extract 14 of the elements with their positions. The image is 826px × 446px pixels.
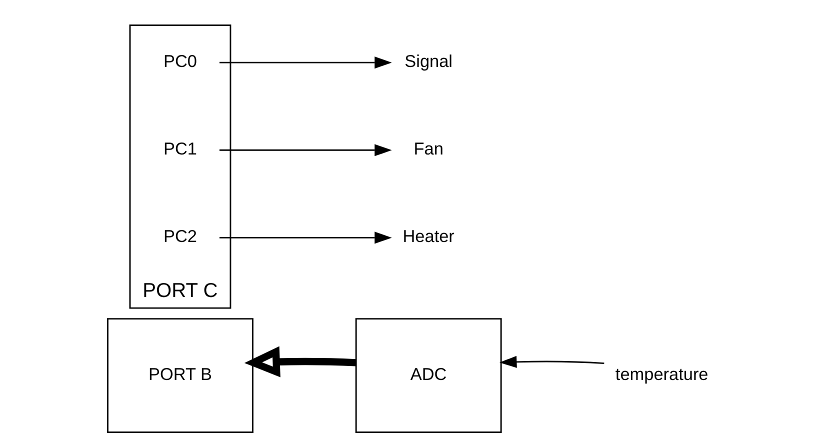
arrow <box>218 144 392 156</box>
node-text: PC1 <box>162 138 196 159</box>
arrow <box>218 232 392 244</box>
node-text: Fan <box>413 138 443 159</box>
arrow <box>498 356 604 368</box>
node-text: Heater <box>402 226 454 246</box>
arrow <box>244 346 356 378</box>
node-text: PC2 <box>162 226 196 246</box>
node-text: PC0 <box>162 51 196 72</box>
node-text: temperature <box>614 364 708 384</box>
arrow <box>218 56 392 69</box>
node-box: PORT B <box>106 318 253 433</box>
node-text: Signal <box>404 51 452 72</box>
node-box: ADC <box>354 318 502 433</box>
